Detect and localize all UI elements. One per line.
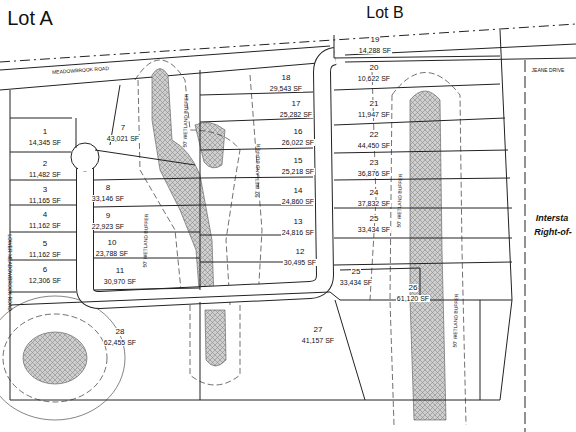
lot-label: 7 — [120, 124, 126, 132]
lot-label: 10,622 SF — [357, 75, 391, 82]
lot-label: 22 — [369, 131, 380, 139]
lot-label: 10 — [107, 239, 118, 247]
lot-label: 33,434 SF — [357, 226, 391, 233]
map-label: JEANE DRIVE — [532, 68, 565, 73]
lot-label: 43,021 SF — [106, 135, 140, 142]
lot-label: 41,157 SF — [301, 337, 335, 344]
lot-label: 19 — [370, 36, 381, 44]
lot-label: 20 — [369, 64, 380, 72]
lot-label: 11 — [115, 267, 125, 275]
lot-label: 14 — [293, 187, 304, 195]
lot-label: 23 — [369, 159, 380, 167]
buffer-label: 50' WETLAND BUFFER — [183, 93, 190, 147]
lot-label: 14,345 SF — [28, 139, 62, 146]
lot-label: 25,282 SF — [279, 111, 313, 118]
lot-label: 22,923 SF — [91, 223, 125, 230]
map-label: Lot B — [366, 5, 403, 21]
lot-label: 25,218 SF — [281, 168, 315, 175]
lot-label: 24,816 SF — [281, 229, 315, 236]
lot-label: 16 — [293, 128, 304, 136]
lot-label: 9 — [105, 212, 111, 220]
lot-label: 23,788 SF — [95, 250, 129, 257]
lot-label: 12 — [295, 248, 306, 256]
lot-label: 8 — [105, 184, 111, 192]
lot-label: 4 — [42, 211, 48, 219]
lot-label: 13 — [293, 218, 304, 226]
lot-label: 33,434 SF — [339, 279, 373, 286]
lot-label: 17 — [291, 100, 302, 108]
lot-label: 3 — [42, 186, 48, 194]
lot-label: 14,288 SF — [358, 47, 392, 54]
lot-label: 27 — [313, 326, 324, 334]
lot-label: 29,543 SF — [269, 85, 303, 92]
lot-label: 11,947 SF — [357, 111, 391, 118]
lot-label: 25 — [369, 215, 380, 223]
lot-label: 11,162 SF — [28, 251, 62, 258]
lot-label: 12,306 SF — [28, 277, 62, 284]
lot-label: 62,455 SF — [103, 339, 137, 346]
lot-label: 1 — [42, 128, 48, 136]
lot-label: 24 — [369, 189, 380, 197]
lot-label: 30,495 SF — [283, 259, 317, 266]
lot-label: 37,832 SF — [357, 200, 391, 207]
lot-label: 11,482 SF — [28, 171, 62, 178]
lot-label: 15 — [293, 157, 304, 165]
buffer-label: 50' WETLAND BUFFER — [255, 143, 262, 197]
lot-label: 61,120 SF — [396, 295, 430, 302]
lot-label: 6 — [42, 266, 48, 274]
map-label: MEADOWBROOK ROAD — [51, 66, 108, 75]
lot-label: 25 — [351, 268, 362, 276]
lot-label: 11,165 SF — [28, 197, 62, 204]
lot-label: 36,876 SF — [357, 170, 391, 177]
lot-label: 33,146 SF — [91, 195, 125, 202]
lot-label: 18 — [281, 74, 292, 82]
buffer-label: 50' WETLAND BUFFER — [397, 173, 404, 227]
lot-label: 21 — [369, 100, 380, 108]
lot-label: 11,162 SF — [28, 222, 62, 229]
lot-label: 28 — [115, 328, 126, 336]
lot-label: 2 — [42, 160, 48, 168]
lot-label: 26 — [408, 284, 419, 292]
map-label: Lot A — [7, 8, 53, 28]
map-label: Right-of- — [534, 228, 571, 237]
lot-label: 44,450 SF — [357, 142, 391, 149]
map-label: LOWER MEADOWBROOK ROAD — [7, 234, 12, 311]
lot-label: 24,860 SF — [281, 198, 315, 205]
lot-label: 5 — [42, 240, 48, 248]
buffer-label: 50' WETLAND BUFFER — [143, 213, 150, 267]
map-label: Intersta — [536, 214, 569, 223]
lot-label: 26,022 SF — [281, 139, 315, 146]
buffer-label: 50' WETLAND BUFFER — [453, 293, 460, 347]
lot-label: 30,970 SF — [103, 278, 137, 285]
